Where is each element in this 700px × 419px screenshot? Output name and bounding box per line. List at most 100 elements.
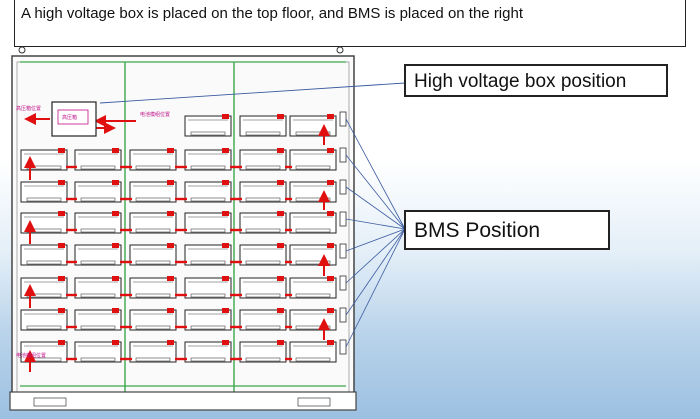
module-connector xyxy=(327,180,334,185)
hv-leader-line xyxy=(99,82,406,104)
module-handle xyxy=(135,293,171,298)
module-handle xyxy=(26,325,62,330)
module-r5-c5 xyxy=(239,243,287,266)
module-r6-c2 xyxy=(74,276,122,299)
module-handle xyxy=(190,325,226,330)
bms-leader-3 xyxy=(345,186,406,230)
module-body xyxy=(20,309,68,331)
left-top-label: 高压箱位置 xyxy=(16,105,41,112)
module-handle xyxy=(135,357,171,362)
lifting-eye-2 xyxy=(336,46,344,54)
high-voltage-box: 高压箱 高压箱位置 电池模组位置 电池模组位置 xyxy=(16,82,406,359)
module-body xyxy=(129,244,177,266)
module-connector xyxy=(112,276,119,281)
module-connector xyxy=(277,340,284,345)
module-connector xyxy=(112,148,119,153)
module-r4-c3 xyxy=(129,211,177,234)
module-connector xyxy=(167,243,174,248)
module-connector xyxy=(327,308,334,313)
module-r3-c4 xyxy=(184,180,232,203)
module-body xyxy=(184,341,232,363)
module-handle xyxy=(190,293,226,298)
module-handle xyxy=(26,197,62,202)
bms-unit-6 xyxy=(339,275,347,291)
module-handle xyxy=(245,325,281,330)
module-connector xyxy=(167,148,174,153)
module-handle xyxy=(190,165,226,170)
module-connector xyxy=(112,180,119,185)
module-handle xyxy=(26,260,62,265)
module-r6-c5 xyxy=(239,276,287,299)
bms-leader-6 xyxy=(345,228,406,284)
module-r2-c3 xyxy=(129,148,177,171)
module-r7-c3 xyxy=(129,308,177,331)
module-r5-c3 xyxy=(129,243,177,266)
module-r5-c1 xyxy=(20,243,68,266)
module-connector xyxy=(222,211,229,216)
module-connector xyxy=(112,211,119,216)
module-r2-c6 xyxy=(289,148,337,171)
module-r2-c4 xyxy=(184,148,232,171)
module-handle xyxy=(295,131,331,136)
module-connector xyxy=(327,148,334,153)
module-handle xyxy=(80,325,116,330)
module-body xyxy=(239,244,287,266)
module-connector xyxy=(112,243,119,248)
module-handle xyxy=(190,197,226,202)
bms-leader-8 xyxy=(345,228,406,348)
module-handle xyxy=(295,228,331,233)
module-body xyxy=(74,181,122,203)
bms-unit-4 xyxy=(339,211,347,227)
module-connector xyxy=(167,276,174,281)
module-body xyxy=(184,115,232,137)
module-body xyxy=(129,309,177,331)
module-r8-c3 xyxy=(129,340,177,363)
module-r7-c2 xyxy=(74,308,122,331)
module-body xyxy=(184,212,232,234)
module-body xyxy=(129,341,177,363)
module-handle xyxy=(190,260,226,265)
module-body xyxy=(239,309,287,331)
bms-unit-5 xyxy=(339,243,347,259)
module-r6-c1 xyxy=(20,276,68,299)
battery-modules xyxy=(20,114,337,363)
module-body xyxy=(239,277,287,299)
module-r5-c4 xyxy=(184,243,232,266)
module-r2-c2 xyxy=(74,148,122,171)
module-body xyxy=(20,181,68,203)
module-r3-c5 xyxy=(239,180,287,203)
module-connector xyxy=(277,180,284,185)
module-r8-c6 xyxy=(289,340,337,363)
module-body xyxy=(184,244,232,266)
base-foot-left xyxy=(33,397,67,407)
module-body xyxy=(289,212,337,234)
module-connector xyxy=(222,180,229,185)
module-handle xyxy=(295,293,331,298)
module-connector xyxy=(277,308,284,313)
module-connector xyxy=(277,211,284,216)
hv-box-label: 高压箱 xyxy=(62,114,77,121)
module-connector xyxy=(167,340,174,345)
module-connector xyxy=(222,340,229,345)
module-connector xyxy=(327,243,334,248)
bms-unit-3 xyxy=(339,179,347,195)
module-connector xyxy=(277,243,284,248)
module-body xyxy=(289,277,337,299)
module-r3-c2 xyxy=(74,180,122,203)
module-handle xyxy=(80,357,116,362)
module-r6-c3 xyxy=(129,276,177,299)
module-handle xyxy=(245,293,281,298)
module-connector xyxy=(222,243,229,248)
bms-unit-2 xyxy=(339,147,347,163)
module-connector xyxy=(327,276,334,281)
bms-leader-4 xyxy=(345,218,406,230)
module-body xyxy=(184,277,232,299)
bms-leader-1 xyxy=(345,118,406,230)
module-connector xyxy=(222,148,229,153)
bms-unit-8 xyxy=(339,339,347,355)
module-handle xyxy=(245,228,281,233)
module-handle xyxy=(80,197,116,202)
module-handle xyxy=(135,228,171,233)
hv-box-label-frame xyxy=(57,109,89,125)
